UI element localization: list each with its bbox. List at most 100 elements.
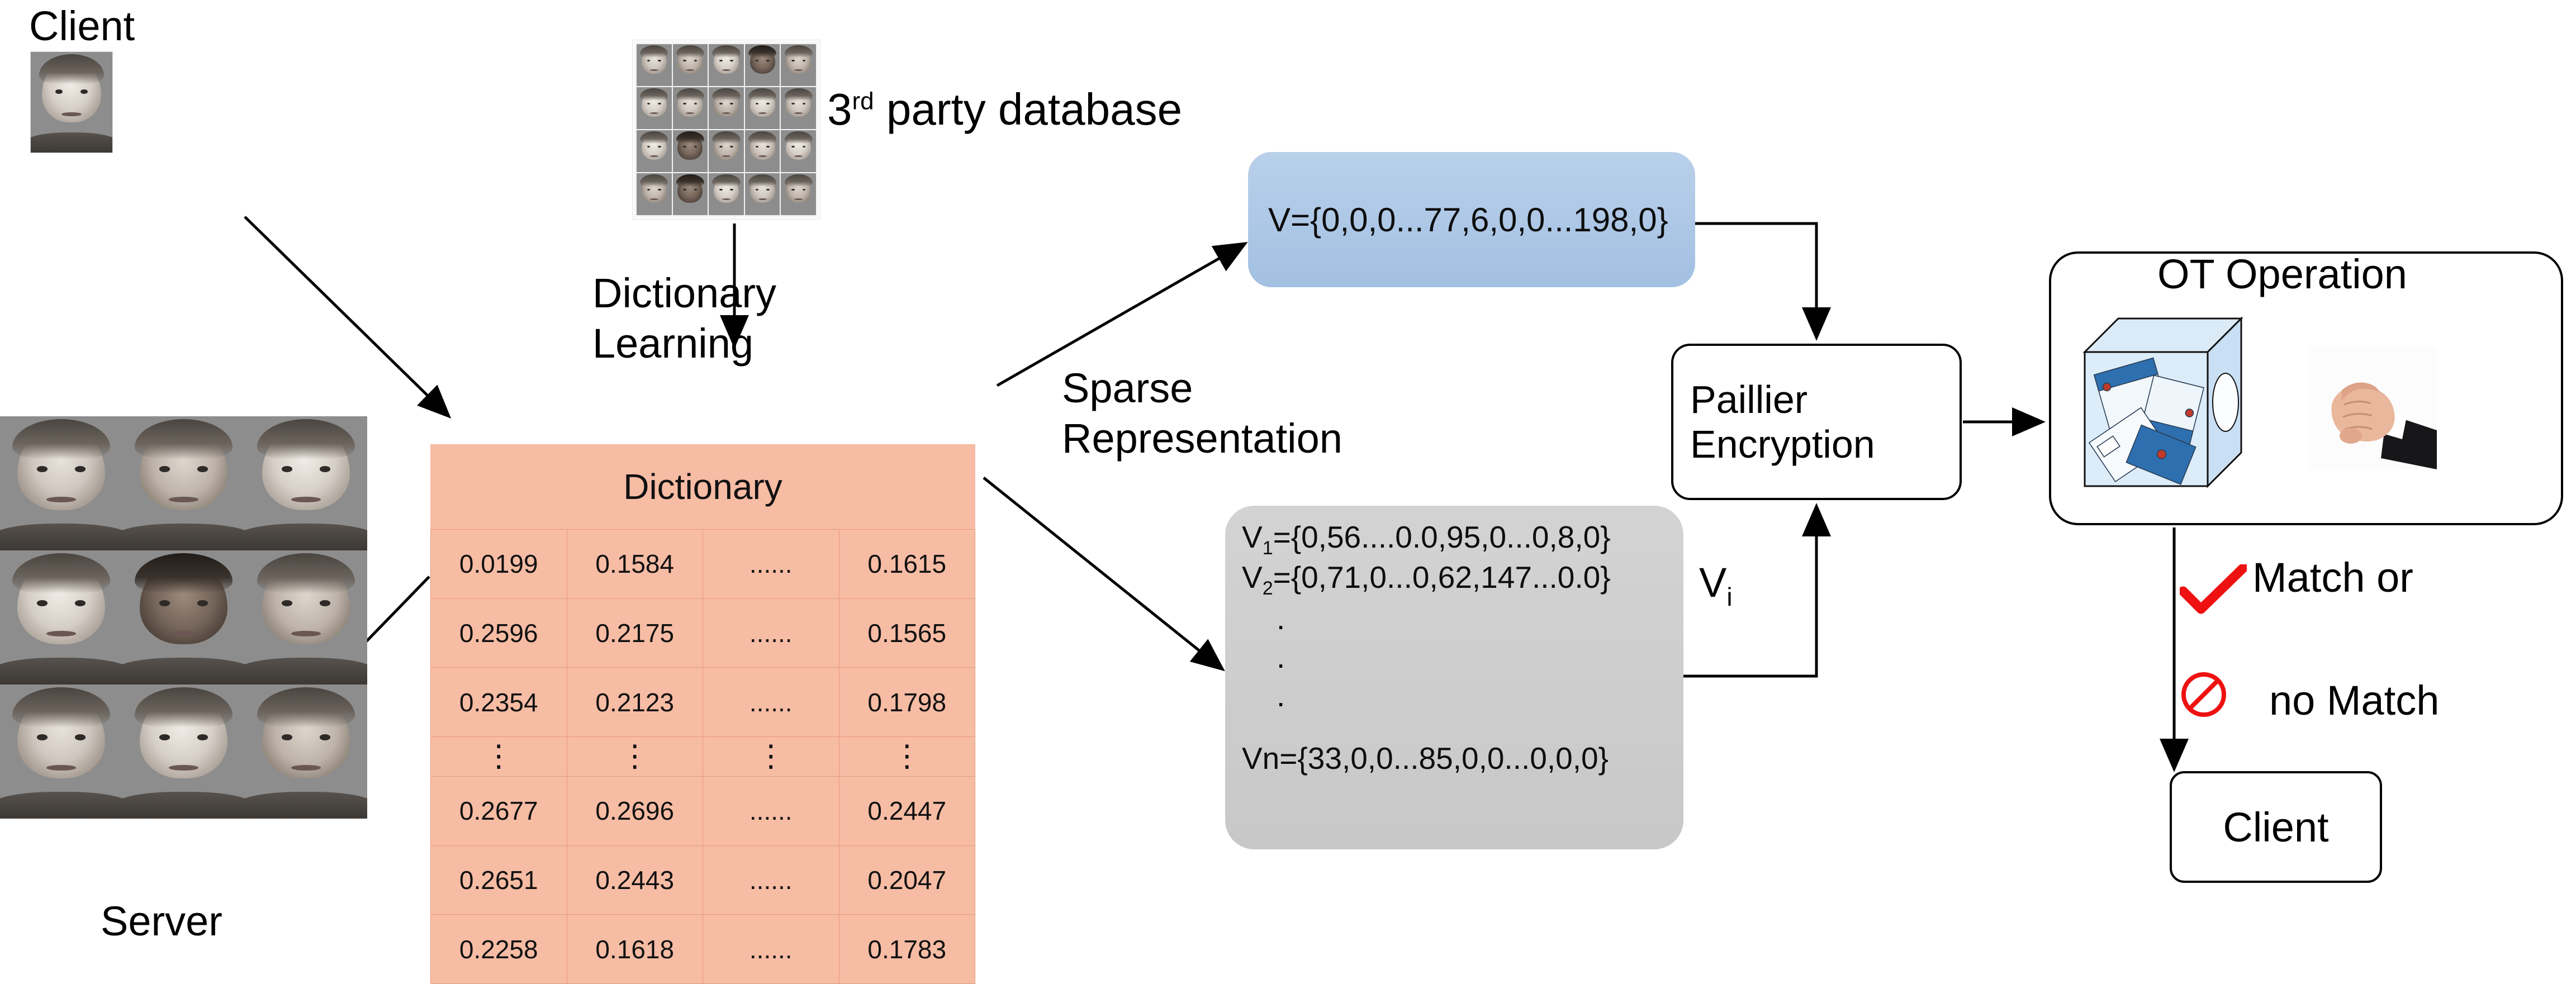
face-thumbnail	[122, 550, 245, 684]
table-cell: 0.2123	[566, 667, 703, 738]
db-face-thumbnail	[672, 44, 708, 86]
client-result-box: Client	[2170, 771, 2382, 883]
table-cell: 0.2047	[838, 845, 975, 915]
table-cell: ⋮	[566, 736, 703, 777]
page-title-client: Client	[29, 3, 135, 49]
blue-vector-box: V={0,0,0...77,6,0,0...198,0}	[1248, 152, 1695, 287]
face-thumbnail	[0, 684, 122, 819]
label-vi: Vi	[1699, 559, 1733, 612]
db-face-thumbnail	[781, 173, 816, 215]
arrow-blue-vector-to-paillier	[1695, 222, 1831, 341]
v1-sub: 1	[1262, 538, 1273, 559]
table-cell: 0.2596	[430, 598, 567, 668]
dictionary-table-title: Dictionary	[430, 444, 975, 530]
table-cell: 0.2258	[430, 914, 567, 984]
grey-vector-line-2: V2={0,71,0...0,62,147...0.0}	[1242, 559, 1683, 600]
table-cell: ......	[703, 914, 839, 984]
table-row: 0.0199 0.1584 ...... 0.1615	[430, 529, 975, 599]
db-face-thumbnail	[781, 87, 816, 129]
db-face-thumbnail	[672, 130, 708, 172]
table-cell: ⋮	[430, 736, 567, 777]
table-cell: ......	[703, 529, 839, 599]
vi-base: V	[1699, 559, 1727, 606]
label-third-party-database: 3rd party database	[827, 84, 1182, 135]
table-row: 0.2651 0.2443 ...... 0.2047	[430, 845, 975, 915]
v1-rest: ={0,56....0.0,95,0...0,8,0}	[1273, 520, 1611, 554]
table-cell: 0.2696	[566, 776, 703, 846]
table-header-row: Dictionary	[430, 444, 975, 530]
arrow-dictionary-to-grey-vector	[983, 477, 1225, 672]
grey-vector-box: V1={0,56....0.0,95,0...0,8,0} V2={0,71,0…	[1225, 506, 1683, 849]
grey-vector-ellipsis-dot: .	[1277, 601, 1285, 636]
table-cell: 0.1783	[838, 914, 975, 984]
db-face-thumbnail	[637, 87, 672, 129]
grey-vector-line-1: V1={0,56....0.0,95,0...0,8,0}	[1242, 519, 1683, 559]
table-cell: 0.1618	[566, 914, 703, 984]
table-cell: 0.1584	[566, 529, 703, 599]
db-face-thumbnail	[709, 87, 744, 129]
table-cell: ⋮	[703, 736, 839, 777]
db-face-thumbnail	[709, 173, 744, 215]
label-server: Server	[101, 898, 222, 944]
v2-sub: 2	[1262, 578, 1273, 600]
ot-operation-title: OT Operation	[2157, 251, 2407, 297]
face-thumbnail	[245, 684, 367, 819]
paillier-line2: Encryption	[1690, 422, 1875, 466]
grey-vector-line-n: Vn={33,0,0...85,0,0...0,0,0}	[1242, 741, 1609, 776]
table-cell: 0.2354	[430, 667, 567, 738]
label-db-rest: party database	[874, 84, 1183, 134]
face-thumbnail	[245, 550, 367, 684]
table-cell: ......	[703, 776, 839, 846]
table-cell: 0.0199	[430, 529, 567, 599]
label-db-ordinal: rd	[852, 87, 874, 115]
table-row: 0.2258 0.1618 ...... 0.1783	[430, 914, 975, 984]
table-cell: 0.2651	[430, 845, 567, 915]
v2-rest: ={0,71,0...0,62,147...0.0}	[1273, 560, 1611, 595]
client-face-photo	[30, 51, 113, 153]
table-cell: 0.2447	[838, 776, 975, 846]
label-no-match: no Match	[2269, 677, 2440, 724]
face-thumbnail	[122, 416, 245, 550]
face-thumbnail	[122, 684, 245, 819]
db-face-thumbnail	[744, 173, 780, 215]
table-row: 0.2354 0.2123 ...... 0.1798	[430, 667, 975, 738]
db-face-thumbnail	[781, 130, 816, 172]
paillier-encryption-box: Paillier Encryption	[1671, 344, 1962, 500]
grey-vector-ellipsis-dot: .	[1277, 678, 1285, 713]
table-cell: ......	[703, 598, 839, 668]
table-cell: 0.2443	[566, 845, 703, 915]
label-sparse-line1: Sparse	[1062, 365, 1193, 411]
table-row: 0.2596 0.2175 ...... 0.1565	[430, 598, 975, 668]
server-face-gallery	[0, 416, 367, 819]
v1-base: V	[1242, 520, 1263, 554]
face-thumbnail	[245, 416, 367, 550]
fist-hand-icon	[2308, 346, 2437, 469]
label-dictionary-learning-line1: Dictionary	[592, 270, 776, 316]
db-face-thumbnail	[637, 130, 672, 172]
table-cell: ......	[703, 845, 839, 915]
glass-ballot-box-icon	[2082, 316, 2243, 488]
red-ban-icon	[2181, 672, 2226, 717]
grey-vector-ellipsis-dot: .	[1277, 639, 1285, 674]
label-match: Match or	[2252, 554, 2413, 601]
table-cell: 0.2677	[430, 776, 567, 846]
table-cell: 0.1565	[838, 598, 975, 668]
table-cell: ......	[703, 667, 839, 738]
db-face-thumbnail	[744, 87, 780, 129]
db-face-thumbnail	[709, 44, 744, 86]
label-sparse-line2: Representation	[1062, 415, 1342, 462]
db-face-thumbnail	[709, 130, 744, 172]
third-party-database-gallery	[633, 40, 820, 219]
arrow-client-to-dictionary	[244, 216, 452, 419]
db-face-thumbnail	[637, 44, 672, 86]
db-face-thumbnail	[781, 44, 816, 86]
client-result-label: Client	[2223, 804, 2329, 850]
table-cell: 0.1798	[838, 667, 975, 738]
blue-vector-text: V={0,0,0...77,6,0,0...198,0}	[1268, 201, 1668, 239]
face-thumbnail	[0, 550, 122, 684]
table-cell: 0.2175	[566, 598, 703, 668]
vi-sub: i	[1726, 582, 1733, 611]
label-sparse-representation: Sparse Representation	[1062, 363, 1342, 464]
label-dictionary-learning-line2: Learning	[592, 320, 754, 367]
table-row-ellipsis: ⋮ ⋮ ⋮ ⋮	[430, 736, 975, 777]
